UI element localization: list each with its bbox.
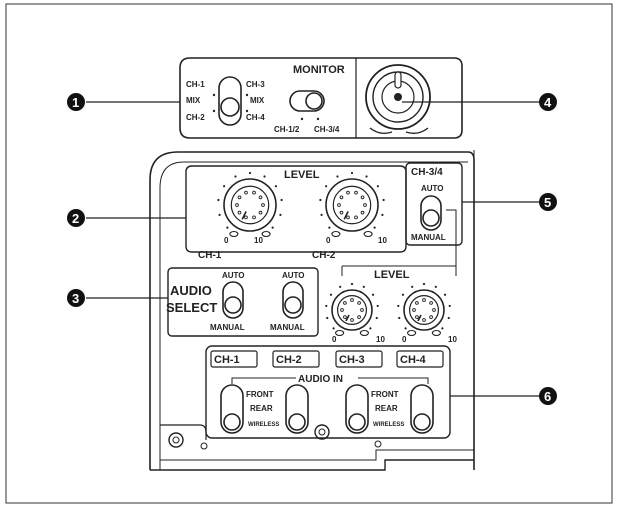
g2-wireless: WIRELESS [373,422,404,428]
monitor-left-mix: MIX [186,96,201,105]
level-knob-ch4[interactable] [397,282,451,337]
callout-lines [86,101,540,397]
knob4-max: 10 [448,335,457,344]
audio-in-switch-ch2[interactable] [285,384,309,434]
callout-1-text: 1 [72,95,79,110]
knob3-max: 10 [376,335,385,344]
audio-in-panel: CH-1 CH-2 CH-3 CH-4 AUDIO IN FRONT REAR … [205,345,451,439]
monitor-volume-knob[interactable] [365,64,431,130]
knob4-min: 0 [402,335,407,344]
callout-2 [67,209,85,227]
level-knob-ch3[interactable] [325,282,379,337]
audio-select-sw2-auto: AUTO [282,271,305,280]
callout-4-text: 4 [544,95,552,110]
g2-front: FRONT [371,390,399,399]
ch34-select-panel: CH-3/4 AUTO MANUAL [405,162,463,262]
callout-5 [539,193,557,211]
channel-label-3: CH-3 [339,354,365,366]
knob1-min: 0 [224,236,229,245]
knob3-min: 0 [332,335,337,344]
ch34-select-title: CH-3/4 [411,167,443,178]
knob1-max: 10 [254,236,263,245]
knob2-max: 10 [378,236,387,245]
monitor-right-mix: MIX [250,96,265,105]
channel-label-1: CH-1 [214,354,240,366]
callout-6-text: 6 [544,389,551,404]
g1-front: FRONT [246,390,274,399]
figure-frame [5,3,613,504]
monitor-right-ch3: CH-3 [246,80,265,89]
knob2-min: 0 [326,236,331,245]
callout-2-text: 2 [72,211,79,226]
monitor-left-ch2: CH-2 [186,113,205,122]
level-knob-ch1[interactable] [217,171,283,238]
audio-in-switch-ch4[interactable] [410,384,434,434]
upper-level-title: LEVEL [284,169,320,181]
screw-left [168,432,184,448]
monitor-switch-ch34: CH-3/4 [314,125,340,134]
monitor-ch-select-switch[interactable] [218,76,242,126]
callout-markers: 1 2 3 4 5 6 [67,93,557,405]
audio-select-sw2-manual: MANUAL [270,323,305,332]
monitor-pair-knob [305,92,323,110]
g2-rear: REAR [375,404,398,413]
monitor-title: MONITOR [293,64,345,76]
monitor-left-ch1: CH-1 [186,80,205,89]
main-body [149,150,475,471]
g1-wireless: WIRELESS [248,422,279,428]
knob2-channel: CH-2 [312,250,336,261]
callout-6 [539,387,557,405]
upper-level-panel: LEVEL 0 10 0 10 CH-1 CH-2 [185,165,407,261]
monitor-switch-ch12: CH-1/2 [274,125,300,134]
callout-5-text: 5 [544,195,551,210]
audio-select-switch-1[interactable] [222,281,244,319]
monitor-pair-switch[interactable] [289,90,325,112]
audio-in-switch-ch1[interactable] [220,384,244,434]
callout-1 [67,93,85,111]
callout-4 [539,93,557,111]
audio-select-title-2: SELECT [166,300,217,315]
audio-select-sw1-manual: MANUAL [210,323,245,332]
audio-select-title-1: AUDIO [170,283,212,298]
monitor-panel: MONITOR CH-1 MIX CH-2 CH-3 MIX CH-4 CH-1… [179,57,463,139]
callout-3-text: 3 [72,291,79,306]
channel-label-4: CH-4 [400,354,427,366]
level-knob-ch2[interactable] [319,171,385,238]
ch34-auto-manual-switch[interactable] [420,195,442,231]
monitor-right-ch4: CH-4 [246,113,265,122]
lower-level-title: LEVEL [374,269,410,281]
audio-select-panel: AUDIO SELECT AUTO MANUAL AUTO MANUAL [166,267,319,337]
audio-in-switch-ch3[interactable] [345,384,369,434]
g1-rear: REAR [250,404,273,413]
audio-select-sw1-auto: AUTO [222,271,245,280]
channel-label-2: CH-2 [276,354,302,366]
callout-3 [67,289,85,307]
ch34-select-manual: MANUAL [411,233,446,242]
monitor-ch-select-knob [220,97,240,117]
screw-center [314,424,330,440]
ch34-select-auto: AUTO [421,184,444,193]
lower-level-panel: LEVEL 0 10 0 10 [325,262,457,344]
knob1-channel: CH-1 [198,250,222,261]
audio-select-switch-2[interactable] [282,281,304,319]
audio-in-title: AUDIO IN [298,374,343,385]
